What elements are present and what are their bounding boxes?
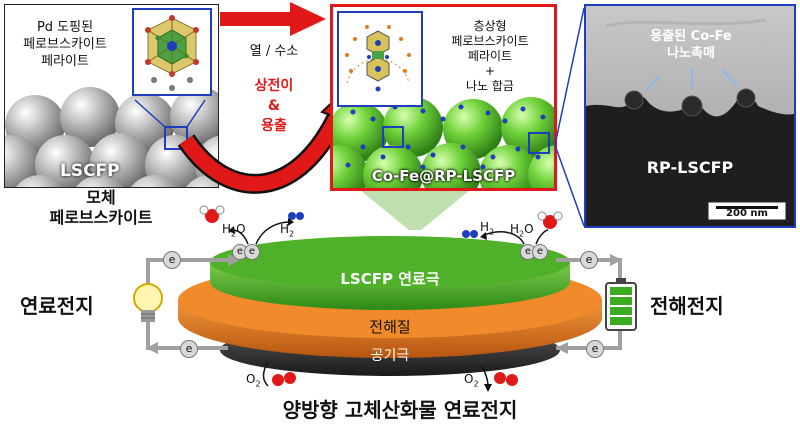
cathode-label: 공기극 bbox=[320, 345, 460, 365]
h2o-molecule-icon-left bbox=[200, 206, 224, 223]
diagram-title: 양방향 고체산화물 연료전지 bbox=[0, 394, 800, 423]
o2-label-right: O2 bbox=[464, 372, 479, 388]
electrolyte-label: 전해질 bbox=[300, 316, 480, 337]
h2-label-right: H2 bbox=[480, 220, 494, 236]
fuel-cell-mode-label: 연료전지 bbox=[20, 290, 94, 319]
h2o-molecule-icon-right bbox=[538, 212, 562, 229]
anode-label: LSCFP 연료극 bbox=[290, 268, 490, 289]
h2-label-left: H2 bbox=[280, 222, 294, 238]
o2-molecule-icon-left bbox=[272, 372, 296, 386]
h2o-label-right: H2O bbox=[510, 222, 534, 238]
electrolysis-mode-label: 전해전지 bbox=[650, 290, 724, 319]
o2-molecule-icon-right bbox=[494, 372, 518, 386]
h2-molecule-icon-left bbox=[288, 212, 304, 220]
h2o-label-left: H2O bbox=[222, 222, 246, 238]
h2-molecule-icon-right bbox=[462, 230, 478, 238]
o2-label-left: O2 bbox=[246, 372, 261, 388]
